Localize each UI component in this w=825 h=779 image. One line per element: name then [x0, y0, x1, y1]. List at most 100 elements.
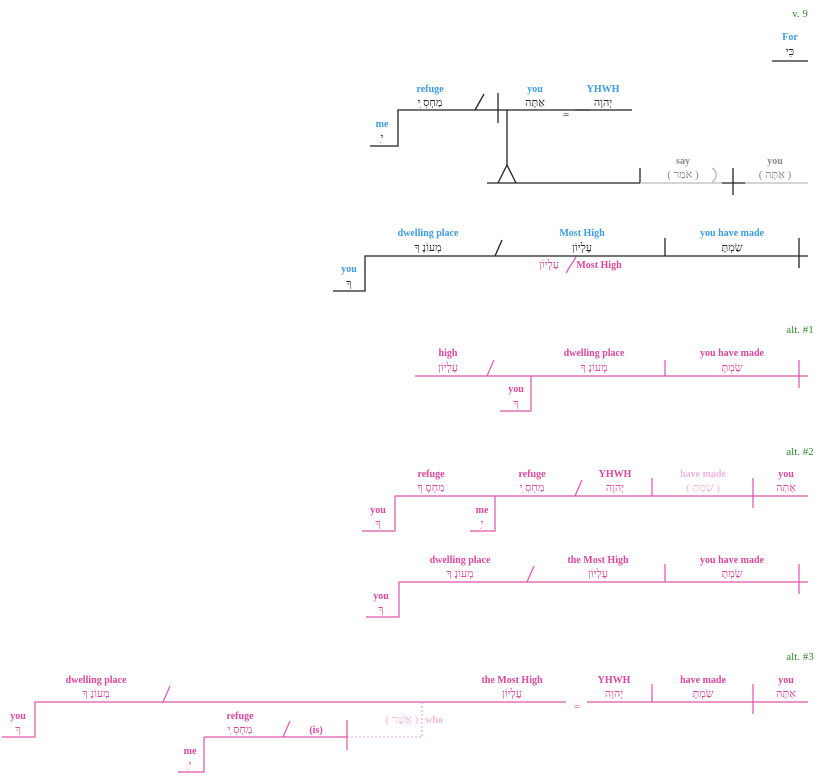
word-he: שַׂמְתָּ — [721, 242, 742, 254]
word-en: me — [184, 746, 197, 757]
word-en: you have made — [700, 348, 764, 359]
complement-slash — [474, 93, 485, 111]
alt-diagram-2: alt. #2 refuge מַחְסֶ ךָ you ךָ me ִי re… — [362, 446, 814, 618]
word-en: you — [341, 264, 357, 275]
word-en: have made — [680, 675, 726, 686]
word-he: ( אֹמַר ) — [667, 169, 699, 181]
word-en: high — [439, 348, 458, 359]
word-he: עֶלְיוֹן — [572, 242, 592, 254]
word-en: dwelling place — [66, 675, 127, 686]
word-he: מְעוֹנֶ ךָ — [446, 568, 473, 580]
complement-slash — [526, 565, 535, 583]
word-he: יְהוָה — [606, 482, 624, 494]
alt-note-en: Most High — [576, 260, 622, 271]
word-en: YHWH — [598, 675, 631, 686]
word-he: מְעוֹנֶ ךָ — [82, 688, 109, 700]
arc-mark — [711, 167, 717, 183]
word-en: you — [508, 384, 524, 395]
word-en: refuge — [416, 84, 444, 95]
intro-en: For — [782, 32, 798, 43]
alt-diagram-3: alt. #3 dwelling place מְעוֹנֶ ךָ you ךָ… — [2, 651, 814, 773]
word-en: have made — [680, 469, 726, 480]
word-he: מַחְסֶ ךָ — [417, 482, 444, 494]
word-en: you — [527, 84, 543, 95]
word-en: the Most High — [567, 555, 629, 566]
word-he: שַׂמְתָּ — [721, 362, 742, 374]
word-en: you — [767, 156, 783, 167]
word-he: ךָ — [15, 724, 20, 736]
word-en: refuge — [417, 469, 445, 480]
word-he: שַׂמְתָּ — [692, 688, 713, 700]
baseline-2 — [366, 581, 808, 618]
baseline — [370, 109, 590, 147]
word-en: dwelling place — [564, 348, 625, 359]
word-he: ךָ — [378, 604, 383, 616]
word-en: YHWH — [599, 469, 632, 480]
word-he: מְעוֹנֶ ךָ — [414, 242, 441, 254]
step-line — [470, 496, 496, 532]
relative-pronoun-he: ( אֲשֶׁר ) — [386, 714, 419, 726]
alt-label: alt. #3 — [786, 651, 814, 663]
word-he: ִי — [480, 518, 484, 530]
main-diagram-1: refuge מַחְסִ ִי me ִי you אַתָּה = YHWH… — [370, 84, 808, 195]
word-en: you — [373, 591, 389, 602]
word-he: ( שַׂמְתָּ ) — [686, 482, 720, 494]
alt-slash — [565, 256, 577, 274]
word-he: עֶלְיוֹן — [588, 568, 608, 580]
alt-label: alt. #1 — [786, 324, 814, 336]
baseline — [333, 255, 808, 292]
word-en: dwelling place — [398, 228, 459, 239]
word-he: ( אַתָּה ) — [759, 169, 792, 181]
relative-pronoun-en: who — [425, 715, 443, 726]
word-en: you — [778, 469, 794, 480]
alt-note-he: עֶלְיוֹן — [539, 259, 559, 271]
baseline — [2, 701, 566, 738]
word-he: עֶלְיוֹן — [502, 688, 522, 700]
modifier-slash — [486, 359, 495, 377]
alt-label: alt. #2 — [786, 446, 814, 458]
word-en: you — [370, 505, 386, 516]
word-en: me — [376, 119, 389, 130]
intro-he: כִּי — [786, 46, 794, 58]
word-he: יְהוָה — [594, 97, 612, 109]
word-he: שַׂמְתָּ — [721, 568, 742, 580]
word-he: אַתָּה — [776, 688, 796, 700]
word-he: ִי — [380, 132, 384, 144]
word-he: מַחְסִ ִי — [520, 482, 545, 494]
equals-sign: = — [563, 109, 569, 121]
alt-diagram-1: alt. #1 high עֶלְיוֹן dwelling place מְע… — [415, 324, 814, 412]
word-he: ךָ — [346, 278, 351, 290]
word-en: the Most High — [481, 675, 543, 686]
word-he: מְעוֹנֶ ךָ — [580, 362, 607, 374]
complement-slash — [494, 239, 503, 257]
word-en: say — [676, 156, 690, 167]
word-he: אַתָּה — [776, 482, 796, 494]
word-en: YHWH — [587, 84, 620, 95]
word-en: you — [778, 675, 794, 686]
implied-verb: (is) — [309, 725, 322, 736]
word-en: Most High — [559, 228, 605, 239]
complement-slash — [574, 479, 583, 497]
main-diagram-2: dwelling place מְעוֹנֶ ךָ Most High עֶלְ… — [333, 228, 808, 292]
word-he: ִי — [188, 759, 192, 771]
word-en: you have made — [700, 555, 764, 566]
verse-label: v. 9 — [792, 8, 808, 20]
word-he: עֶלְיוֹן — [438, 362, 458, 374]
word-en: you — [10, 711, 26, 722]
step-line — [178, 737, 205, 773]
relative-slash — [282, 720, 291, 738]
word-he: מַחְסִ ִי — [228, 724, 253, 736]
word-he: ךָ — [375, 518, 380, 530]
baseline — [362, 495, 808, 532]
word-he: ךָ — [513, 398, 518, 410]
word-he: יְהוָה — [605, 688, 623, 700]
word-en: refuge — [518, 469, 546, 480]
pedestal — [497, 163, 517, 184]
complement-slash — [162, 685, 171, 703]
equals-sign: = — [574, 701, 580, 713]
word-he: אַתָּה — [525, 97, 545, 109]
word-en: me — [476, 505, 489, 516]
word-en: refuge — [226, 711, 254, 722]
